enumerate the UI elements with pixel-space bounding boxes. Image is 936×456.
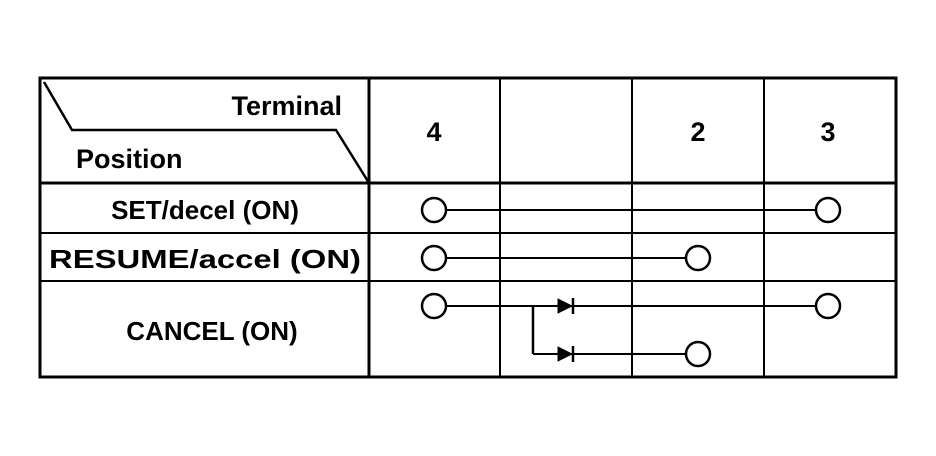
terminal-point-4 [420,292,448,320]
terminal-point-2 [684,244,712,272]
diode-icon [557,298,575,314]
terminal-header-label: Terminal [231,91,342,121]
continuity-set-decel [420,196,842,224]
continuity-cancel [420,292,842,368]
terminal-point-3 [814,292,842,320]
row-label-cancel: CANCEL (ON) [126,316,297,346]
terminal-point-4 [420,196,448,224]
row-label-resume-accel: RESUME/accel (ON) [49,244,361,274]
table-grid [38,76,898,379]
position-header-label: Position [76,144,183,174]
terminal-header-2: 2 [690,117,705,147]
terminal-point-3 [814,196,842,224]
terminal-point-4 [420,244,448,272]
table-border [38,76,898,379]
terminal-header-3: 3 [820,117,835,147]
diode-icon [557,346,575,362]
header-diagonal-divider [42,81,371,184]
terminal-point-2 [684,340,712,368]
terminal-header-4: 4 [426,117,441,147]
continuity-resume-accel [420,244,712,272]
row-label-set-decel: SET/decel (ON) [111,195,299,225]
